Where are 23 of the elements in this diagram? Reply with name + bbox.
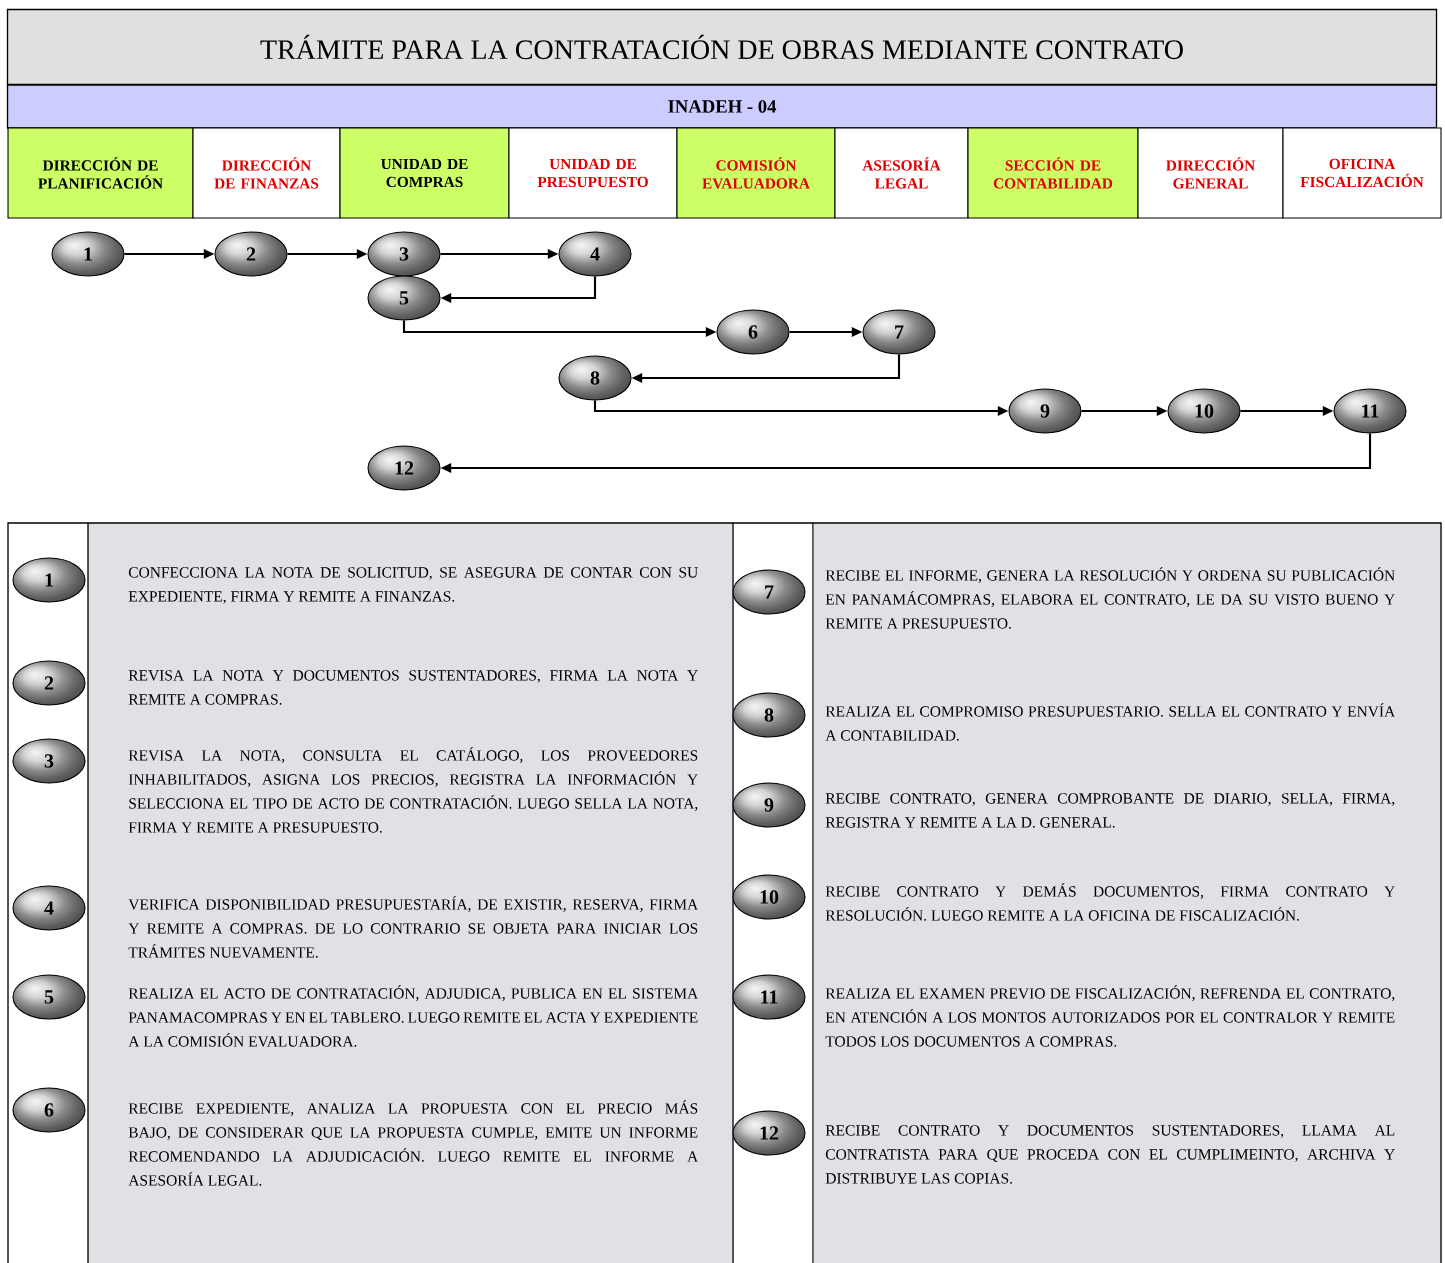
column-header: UNIDAD DE PRESUPUESTO (508, 127, 678, 219)
step-description: REVISA LA NOTA Y DOCUMENTOS SUSTENTADORES, FIRMA LA NOTA Y REMITE A COMPRAS. (128, 670, 698, 705)
title-band: TRÁMITE PARA LA CONTRATACIÓN DE OBRAS MEDIANTE CONTRATO (6, 8, 1438, 86)
column-header: DIRECCIÓN DE FINANZAS (192, 127, 341, 219)
column-header: ASESORÍA LEGAL (834, 127, 969, 219)
step-description: RECIBE EXPEDIENTE, ANALIZA LA PROPUESTA CON EL PRECIO MÁS BAJO, DE CONSIDERAR QUE LA PROPUESTA CUMPLE, EMITE UN INFORME RECOMENDANDO LA ADJUDICACIÓN. LUEGO REMITE EL INFORME A ASESORÍA LEGAL. (128, 1100, 699, 1186)
step-description: RECIBE CONTRATO Y DEMÁS DOCUMENTOS, FIRMA CONTRATO Y RESOLUCIÓN. LUEGO REMITE A LA OFICINA DE FISCALIZACIÓN. (825, 883, 1395, 921)
column-header: DIRECCIÓN GENERAL (1137, 127, 1284, 219)
column-header: UNIDAD DE COMPRAS (339, 127, 510, 219)
step-description: REALIZA EL ACTO DE CONTRATACIÓN, ADJUDICA, PUBLICA EN EL SISTEMA PANAMACOMPRAS Y EN EL TABLERO. LUEGO REMITE EL ACTA Y EXPEDIENTE A LA COMISIÓN EVALUADORA. (128, 985, 699, 1047)
code-band: INADEH - 04 (6, 84, 1438, 129)
step-description: REVISA LA NOTA, CONSULTA EL CATÁLOGO, LOS PROVEEDORES INHABILITADOS, ASIGNA LOS PRECIOS, REGISTRA LA INFORMACIÓN Y SELECCIONA EL TIPO DE ACTO DE CONTRATACIÓN. LUEGO SELLA LA NOTA, FIRMA Y REMITE A PRESUPUESTO. (128, 747, 698, 833)
column-header: COMISIÓN EVALUADORA (676, 127, 836, 219)
step-description: RECIBE CONTRATO Y DOCUMENTOS SUSTENTADORES, LLAMA AL CONTRATISTA PARA QUE PROCEDA CON EL CUMPLIMEINTO, ARCHIVA Y DISTRIBUYE LAS COPIAS. (825, 1125, 1395, 1184)
step-description: CONFECCIONA LA NOTA DE SOLICITUD, SE ASEGURA DE CONTAR CON SU EXPEDIENTE, FIRMA Y REMITE A FINANZAS. (128, 567, 698, 604)
column-header: SECCIÓN DE CONTABILIDAD (967, 127, 1139, 219)
step-description: VERIFICA DISPONIBILIDAD PRESUPUESTARÍA, DE EXISTIR, RESERVA, FIRMA Y REMITE A COMPRAS. DE LO CONTRARIO SE OBJETA PARA INICIAR LOS TRÁMITES NUEVAMENTE. (128, 896, 699, 958)
column-header: OFICINA FISCALIZACIÓN (1282, 127, 1442, 219)
column-header: DIRECCIÓN DE PLANIFICACIÓN (7, 127, 194, 219)
step-description: REALIZA EL EXAMEN PREVIO DE FISCALIZACIÓN, REFRENDA EL CONTRATO, EN ATENCIÓN A LOS MONTOS AUTORIZADOS POR EL CONTRALOR Y REMITE TODOS LOS DOCUMENTOS A COMPRAS. (825, 985, 1395, 1047)
step-description: RECIBE CONTRATO, GENERA COMPROBANTE DE DIARIO, SELLA, FIRMA, REGISTRA Y REMITE A LA D. GENERAL. (825, 793, 1395, 828)
step-description: REALIZA EL COMPROMISO PRESUPUESTARIO. SELLA EL CONTRATO Y ENVÍA A CONTABILIDAD. (825, 703, 1396, 741)
step-description: RECIBE EL INFORME, GENERA LA RESOLUCIÓN Y ORDENA SU PUBLICACIÓN EN PANAMÁCOMPRAS, ELABORA EL CONTRATO, LE DA SU VISTO BUENO Y REMITE A PRESUPUESTO. (825, 567, 1395, 629)
